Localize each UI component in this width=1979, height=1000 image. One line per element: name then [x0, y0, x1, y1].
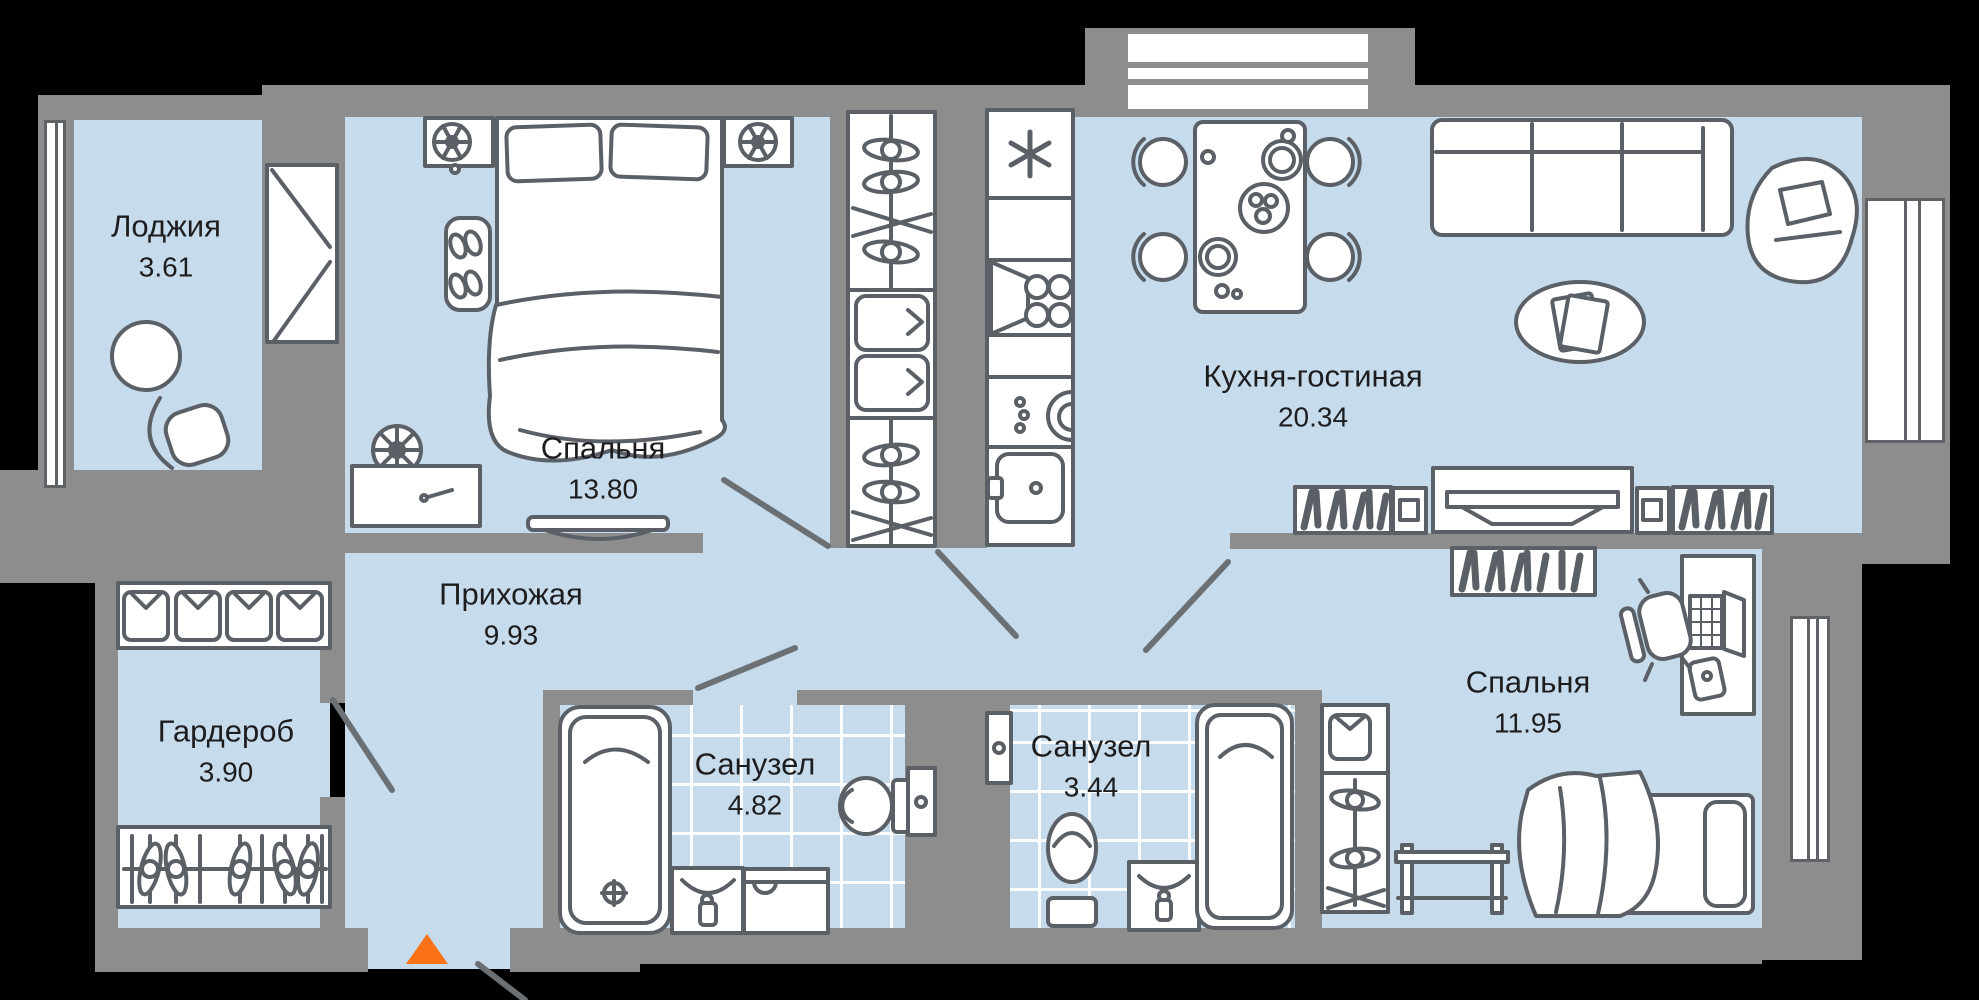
wall-bath1-top-b: [797, 690, 935, 705]
room-area: 13.80: [567, 473, 639, 505]
shaft-bar: [1128, 85, 1368, 109]
wall-bedroom1-closet: [830, 108, 848, 548]
wall-wardrobe-left: [95, 583, 118, 955]
toilet-icon: [838, 776, 911, 836]
window-bedroom2: [1790, 616, 1830, 862]
room-name: Лоджия: [111, 208, 221, 244]
shaft-bar: [1128, 34, 1368, 62]
room-area: 9.93: [483, 619, 539, 651]
wall-bath-divider: [940, 690, 985, 933]
wall-loggia-top: [38, 95, 262, 120]
sink-icon: [670, 866, 745, 935]
shaft-bar: [1128, 68, 1368, 79]
cooktop-icon: [989, 260, 1073, 336]
room-label-hallway: Прихожая 9.93: [439, 577, 583, 652]
door-swing-corridor: [935, 549, 1019, 639]
room-area: 20.34: [1277, 401, 1349, 433]
clothes-rack-icon: [1394, 843, 1510, 915]
room-label-loggia: Лоджия 3.61: [111, 209, 221, 284]
window-frame-line: [1816, 619, 1819, 859]
window-frame-line: [1918, 201, 1921, 440]
beanbag-chair-icon: [1745, 156, 1859, 285]
room-name: Санузел: [1030, 728, 1152, 764]
door-leaf-icon: [985, 711, 1013, 785]
door-swing-bedroom1: [721, 477, 831, 549]
chair-icon: [147, 396, 231, 470]
tv-stand-icon: [1431, 466, 1634, 534]
room-label-bathroom-2: Санузел 3.44: [1031, 729, 1152, 804]
shelf-folded-clothes-icon: [116, 581, 332, 650]
bookshelf-icon: [1671, 485, 1774, 535]
dining-table-icon: [1131, 120, 1362, 314]
bench-icon: [526, 515, 670, 541]
room-name: Кухня-гостиная: [1203, 358, 1423, 394]
room-area: 4.82: [727, 789, 783, 821]
double-bed-icon: [486, 116, 727, 463]
round-table-icon: [110, 320, 182, 392]
wall-bath1-left: [543, 690, 560, 933]
room-name: Прихожая: [439, 576, 583, 612]
wall-bath1-top-a: [543, 690, 693, 705]
hanging-rail-icon: [116, 825, 332, 909]
window-loggia: [44, 120, 66, 488]
wall-bath2-top: [1010, 690, 1295, 705]
wall-top: [262, 85, 1950, 117]
wall-bottom-left: [95, 928, 368, 972]
media-cabinet-icon: [1635, 486, 1671, 535]
door-swing-bedroom2: [1143, 559, 1231, 653]
door-swing-bathroom1: [695, 645, 798, 691]
office-chair-icon: [1618, 578, 1693, 682]
room-name: Гардероб: [157, 713, 295, 749]
nightstand-fan-icon: [423, 116, 495, 175]
window-frame-line: [1904, 201, 1907, 440]
room-area: 11.95: [1494, 707, 1562, 739]
nightstand-fan-icon: [722, 116, 794, 168]
floor-loggia: [74, 120, 262, 470]
single-bed-icon: [1517, 770, 1755, 918]
washing-machine-icon: [742, 867, 830, 935]
entrance-marker-icon: [406, 934, 448, 964]
room-name: Санузел: [694, 746, 816, 782]
kitchen-drawer-icon: [1014, 390, 1074, 442]
wardrobe-closet-icon: [1320, 703, 1390, 914]
bedside-rug-slippers-icon: [444, 216, 492, 312]
room-area: 3.44: [1063, 771, 1119, 803]
window-frame-line: [55, 123, 58, 485]
room-area: 3.90: [198, 756, 254, 788]
kitchen-sink-icon: [986, 452, 1065, 524]
room-name: Спальня: [540, 430, 666, 466]
room-label-kitchen-living: Кухня-гостиная 20.34: [1203, 359, 1422, 434]
bookshelf-icon: [1293, 485, 1393, 535]
wall-bottom-step: [510, 955, 640, 972]
room-label-bathroom-1: Санузел 4.82: [695, 747, 816, 822]
fridge-icon: [1008, 129, 1052, 179]
room-label-bedroom-2: Спальня 11.95: [1466, 665, 1591, 740]
window-living: [1865, 198, 1945, 443]
bookshelf-icon: [1450, 546, 1597, 597]
toilet-icon: [1046, 812, 1098, 928]
wall-tv: [1230, 533, 1762, 549]
dresser-icon: [350, 464, 482, 528]
coffee-table-icon: [1514, 280, 1646, 364]
balcony-door-icon: [265, 163, 339, 344]
room-label-wardrobe: Гардероб 3.90: [158, 714, 294, 789]
sink-icon: [1127, 860, 1201, 932]
door-swing-entrance: [475, 961, 528, 1000]
desk-laptop-icon: [1680, 554, 1756, 716]
sofa-icon: [1430, 118, 1734, 237]
room-label-bedroom-1: Спальня 13.80: [541, 431, 666, 506]
room-area: 3.61: [138, 251, 194, 283]
door-leaf-icon: [906, 766, 937, 837]
wall-closet-kitchen: [935, 110, 987, 548]
door-swing-wardrobe: [330, 697, 395, 793]
bathtub-icon: [1195, 703, 1294, 930]
room-name: Спальня: [1465, 664, 1591, 700]
media-cabinet-icon: [1391, 486, 1428, 535]
wardrobe-closet-icon: [846, 110, 937, 548]
wall-bath2-right: [1295, 690, 1322, 933]
window-frame-line: [1807, 619, 1810, 859]
bathtub-icon: [558, 705, 672, 935]
